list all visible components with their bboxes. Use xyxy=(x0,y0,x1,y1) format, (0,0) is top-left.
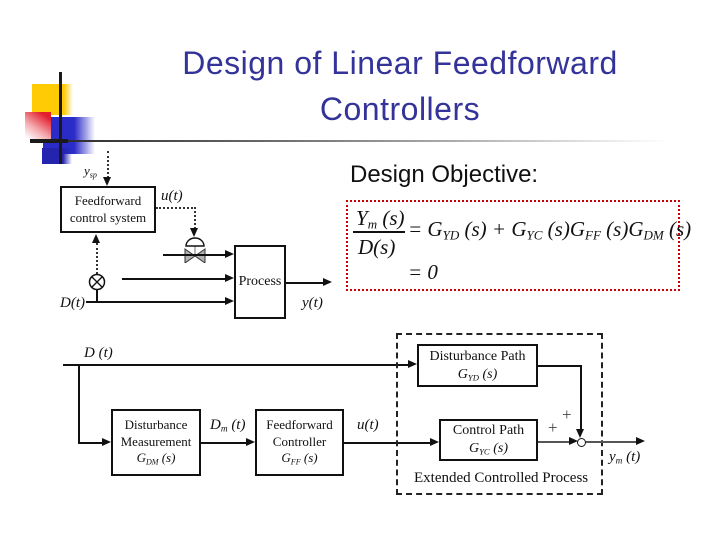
disturbance-line xyxy=(86,301,226,303)
decor-vertical-line xyxy=(59,72,62,164)
arrow-right-icon xyxy=(408,360,417,368)
slide-title-line2: Controllers xyxy=(319,91,481,127)
dm-input-line xyxy=(78,442,103,444)
dp-transfer-fn: GYD (s) xyxy=(457,366,498,382)
disturbance-path-box: Disturbance Path GYD (s) xyxy=(417,344,538,387)
arrow-right-icon xyxy=(225,250,234,258)
disturbance-label: D(t) xyxy=(60,295,85,311)
title-underline xyxy=(30,140,672,142)
arrow-right-icon xyxy=(246,438,255,446)
ym-label: ym (t) xyxy=(609,449,641,467)
valve-pipe-line xyxy=(163,254,225,256)
arrow-right-icon xyxy=(225,274,234,282)
plus-sign-top: + xyxy=(562,405,572,424)
decor-navy-square xyxy=(42,148,72,164)
control-path-box: Control Path GYC (s) xyxy=(439,419,538,461)
dp-out-line-h xyxy=(538,365,582,367)
decor-cross-line xyxy=(30,139,68,143)
extended-process-boundary xyxy=(396,333,603,495)
equation-denominator: D(s) xyxy=(358,235,396,259)
equation-box xyxy=(346,200,680,291)
arrow-down-icon xyxy=(190,228,198,237)
control-valve-icon xyxy=(184,237,206,263)
junction-stem-line xyxy=(96,290,98,302)
ffc-box-line1: Feedforward xyxy=(266,417,333,433)
arrow-right-icon xyxy=(569,437,578,445)
feedforward-controller-box: Feedforward Controller GFF (s) xyxy=(255,409,344,476)
decor-red-square xyxy=(25,112,51,143)
feedforward-control-system-box: Feedforward control system xyxy=(60,186,156,233)
ym-out-line xyxy=(586,441,637,443)
cp-out-line xyxy=(538,441,570,443)
arrow-up-icon xyxy=(92,234,100,243)
process-box: Process xyxy=(234,245,286,319)
plus-sign-left: + xyxy=(548,418,558,437)
cp-transfer-fn: GYC (s) xyxy=(468,441,508,457)
dm-box-line2: Measurement xyxy=(120,433,192,449)
u-signal-label: u(t) xyxy=(161,188,183,204)
disturbance-measurement-box: Disturbance Measurement GDM (s) xyxy=(111,409,201,476)
slide-title-line1: Design of Linear Feedforward xyxy=(182,45,618,81)
ff-cp-line xyxy=(344,442,430,444)
u-dotted-line-v xyxy=(194,207,196,229)
cp-box-line1: Control Path xyxy=(452,423,525,439)
output-line xyxy=(286,282,323,284)
design-objective-heading: Design Objective: xyxy=(350,161,539,188)
ff-box-line1: Feedforward xyxy=(74,192,142,208)
fraction-bar xyxy=(353,231,405,233)
ffc-box-line2: Controller xyxy=(272,433,327,449)
dm-transfer-fn: GDM (s) xyxy=(136,450,176,467)
arrow-down-icon xyxy=(576,429,584,438)
multiply-junction-icon xyxy=(88,273,106,291)
arrow-right-icon xyxy=(636,437,645,445)
dm-signal-label: Dm (t) xyxy=(210,417,246,435)
setpoint-label: ysp xyxy=(84,163,97,180)
arrow-right-icon xyxy=(323,278,332,286)
process-label: Process xyxy=(238,274,282,290)
arrow-down-icon xyxy=(103,177,111,186)
lower-d-label: D (t) xyxy=(84,345,113,361)
middle-input-line xyxy=(122,278,226,280)
u-dotted-line-h xyxy=(156,207,196,209)
ff-box-line2: control system xyxy=(69,209,147,225)
ff-transfer-fn: GFF (s) xyxy=(281,450,318,467)
arrow-right-icon xyxy=(430,438,439,446)
dp-box-line1: Disturbance Path xyxy=(429,348,526,364)
measurement-dotted-line xyxy=(96,243,98,274)
dm-box-line1: Disturbance xyxy=(124,417,188,433)
slide-title: Design of Linear Feedforward Controllers xyxy=(80,40,720,132)
decor-yellow-square xyxy=(32,84,73,115)
lower-d-line xyxy=(63,364,408,366)
arrow-right-icon xyxy=(102,438,111,446)
summing-junction xyxy=(577,438,586,447)
equation-line2: = 0 xyxy=(408,260,438,284)
setpoint-dotted-line xyxy=(107,151,109,178)
lower-u-label: u(t) xyxy=(357,417,379,433)
equation-numerator: Ym (s) xyxy=(356,206,405,232)
equation-rhs: = GYD (s) + GYC (s)GFF (s)GDM (s) xyxy=(408,217,692,243)
extended-process-caption: Extended Controlled Process xyxy=(414,470,589,486)
dp-out-line-v xyxy=(580,365,582,430)
dm-ff-line xyxy=(201,442,246,444)
lower-d-branch-line xyxy=(78,364,80,444)
y-output-label: y(t) xyxy=(302,295,323,311)
arrow-right-icon xyxy=(225,297,234,305)
decor-blue-square xyxy=(43,117,95,154)
